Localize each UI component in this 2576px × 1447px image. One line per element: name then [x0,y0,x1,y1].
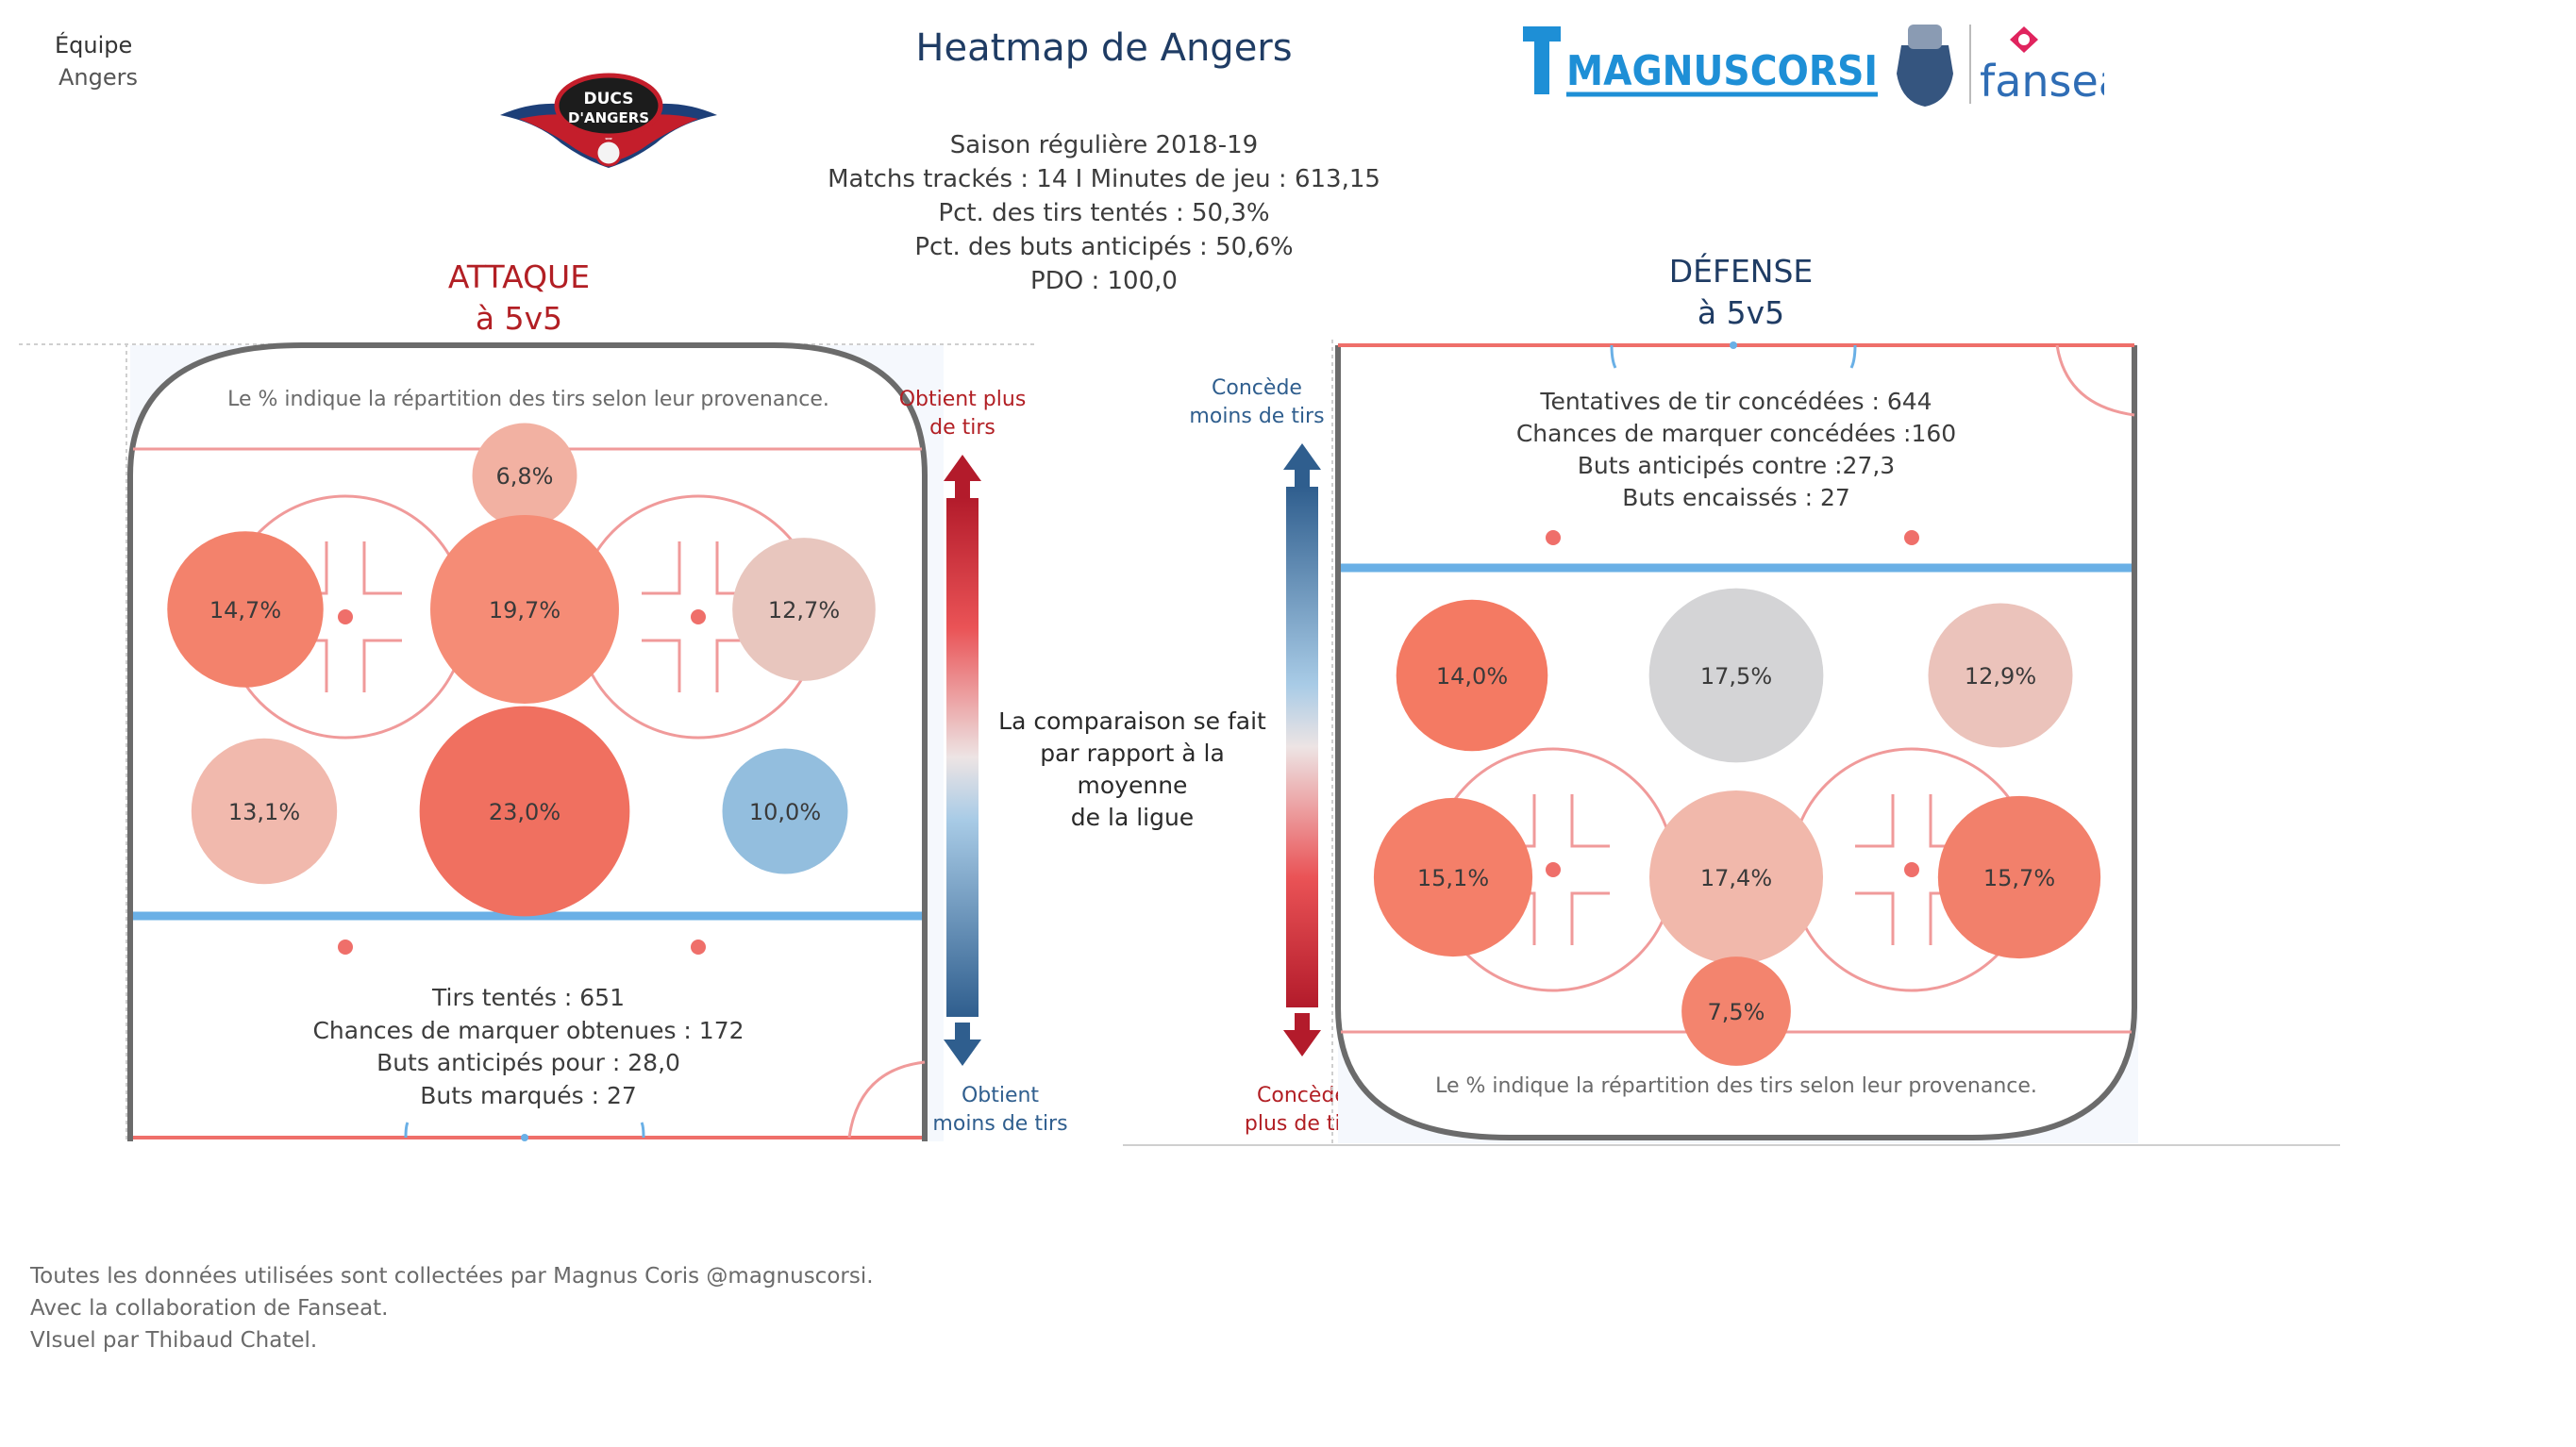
attack-zone-label: 14,7% [209,597,281,624]
attack-zone-label: 12,7% [768,597,840,624]
svg-text:fanseat: fanseat [1980,56,2104,107]
attack-bubbles: 6,8% 14,7% 19,7% 12,7% 13,1% 23,0% 10,0% [167,423,876,917]
league-logo [1897,25,1953,107]
filter-label: Équipe [55,32,133,58]
defense-zone-bubble [1937,795,2101,959]
defense-zone-bubble [1373,797,1533,957]
page-title: Heatmap de Angers [915,26,1293,70]
defense-zone-label: 12,9% [1965,663,2036,690]
defense-zone-label: 15,7% [1983,865,2055,891]
defense-title-main: DÉFENSE [1668,253,1814,290]
team-logo: DUCS D'ANGERS [500,73,717,168]
attack-zone-label: 6,8% [496,463,554,490]
defense-zone-label: 15,1% [1417,865,1489,891]
season-stats: Saison régulière 2018-19 Matchs trackés … [0,128,2208,298]
filter-value[interactable]: Angers [59,64,138,91]
attack-zone-bubble [722,748,848,874]
comparison-line2: par rapport à la moyenne [1040,740,1225,799]
stat-games: Matchs trackés : 14 I Minutes de jeu : 6… [828,165,1380,193]
attack-zone-bubble [732,538,876,681]
defense-legend-top-2: moins de tirs [1189,405,1324,428]
defense-zone-label: 17,5% [1700,663,1772,690]
attack-legend: Obtient plus de tirs Obtient moins de ti… [899,388,1068,1136]
defense-legend: Concède moins de tirs Concède plus de ti… [1189,376,1360,1136]
attack-summary-xg: Buts anticipés pour : 28,0 [376,1049,680,1076]
attack-legend-bottom-2: moins de tirs [932,1112,1067,1136]
defense-summary-xg: Buts anticipés contre :27,3 [1578,452,1895,479]
comparison-line3: de la ligue [1070,804,1195,831]
stat-season: Saison régulière 2018-19 [949,131,1259,159]
attack-title-main: ATTAQUE [447,258,591,295]
footer-line1: Toutes les données utilisées sont collec… [30,1264,874,1289]
comparison-note: La comparaison se fait par rapport à la … [981,706,1283,834]
footer-line3: VIsuel par Thibaud Chatel. [30,1328,318,1353]
defense-zone-bubble [1648,790,1824,965]
defense-zone-bubble [1928,603,2073,748]
attack-zone-bubble [472,423,577,528]
stat-shot-pct: Pct. des tirs tentés : 50,3% [938,199,1270,227]
defense-summary-chances: Chances de marquer concédées :160 [1516,420,1956,447]
defense-zone-label: 17,4% [1700,865,1772,891]
attack-legend-top-1: Obtient plus [899,388,1027,411]
stat-pdo: PDO : 100,0 [1030,267,1178,295]
defense-zone-label: 14,0% [1436,663,1508,690]
stat-xg-pct: Pct. des buts anticipés : 50,6% [914,233,1294,261]
attack-legend-bottom-1: Obtient [962,1084,1039,1107]
attack-summary-shots: Tirs tentés : 651 [431,984,625,1011]
footer: Toutes les données utilisées sont collec… [30,1260,874,1356]
attack-zone-bubble [167,531,324,688]
attack-zone-bubble [419,706,630,917]
team-logo-line1: DUCS [584,90,634,108]
defense-zone-bubble [1681,956,1791,1066]
sponsor-logos: MAGNUSCORSI fanseat [1523,25,2104,107]
defense-summary-goals: Buts encaissés : 27 [1622,484,1850,511]
defense-title-sub: à 5v5 [1697,294,1785,331]
attack-title-sub: à 5v5 [475,300,563,337]
defense-summary-shots: Tentatives de tir concédées : 644 [1539,388,1932,415]
svg-text:MAGNUSCORSI: MAGNUSCORSI [1566,47,1878,95]
attack-legend-top-2: de tirs [929,416,995,440]
attack-zone-label: 13,1% [228,799,300,825]
defense-title: DÉFENSE à 5v5 [1552,251,1930,334]
comparison-line1: La comparaison se fait [998,707,1266,735]
attack-note: Le % indique la répartition des tirs sel… [227,388,829,411]
attack-zone-bubble [191,738,338,885]
team-logo-line2: D'ANGERS [568,109,649,126]
attack-zone-label: 19,7% [489,597,560,624]
defense-zone-label: 7,5% [1708,999,1765,1025]
magnuscorsi-logo: MAGNUSCORSI [1523,26,1878,97]
defense-zone-bubble [1396,599,1548,752]
defense-zone-bubble [1648,588,1824,763]
defense-rink: Tentatives de tir concédées : 644 Chance… [1123,340,2340,1146]
footer-line2: Avec la collaboration de Fanseat. [30,1296,389,1321]
attack-summary-chances: Chances de marquer obtenues : 172 [312,1017,744,1044]
attack-zone-bubble [430,515,619,704]
attack-zone-label: 23,0% [489,799,560,825]
defense-note: Le % indique la répartition des tirs sel… [1435,1074,2037,1098]
attack-rink: Le % indique la répartition des tirs sel… [19,342,1038,1141]
defense-bubbles: 14,0% 17,5% 12,9% 15,1% 17,4% 15,7% 7,5% [1373,588,2101,1066]
attack-zone-label: 10,0% [749,799,821,825]
attack-summary-goals: Buts marqués : 27 [420,1082,637,1109]
fanseat-logo: fanseat [1980,26,2104,107]
attack-title: ATTAQUE à 5v5 [330,257,708,340]
defense-legend-top-1: Concède [1212,376,1302,400]
